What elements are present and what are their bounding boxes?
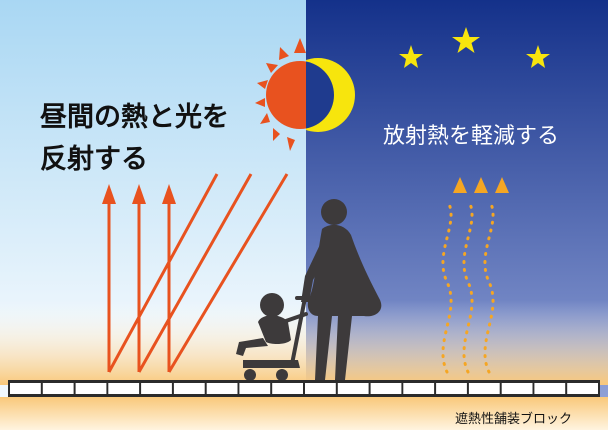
paving-block	[206, 383, 238, 394]
daytime-caption-line1: 昼間の熱と光を	[40, 102, 229, 132]
daytime-caption-line2: 反射する	[40, 144, 148, 174]
paving-block	[567, 383, 598, 394]
paving-block	[108, 383, 140, 394]
star-icon	[526, 45, 550, 68]
daytime-reflection-caption: 昼間の熱と光を 反射する	[40, 96, 229, 180]
reflection-arrowheads	[102, 184, 176, 204]
heat-wave-arrowheads	[453, 177, 509, 193]
paving-block	[403, 383, 435, 394]
crescent-moon-icon	[306, 58, 355, 132]
night-radiant-heat-caption: 放射熱を軽減する	[383, 123, 560, 148]
paving-block	[534, 383, 566, 394]
arrowhead-icon	[474, 177, 488, 193]
paving-block	[141, 383, 172, 394]
paving-block	[436, 383, 467, 394]
paving-block	[305, 383, 336, 394]
paving-block-label: 遮熱性舗装ブロック	[455, 411, 573, 426]
woman-pushing-stroller-icon	[236, 199, 382, 381]
stars	[399, 27, 550, 68]
arrowhead-icon	[453, 177, 467, 193]
paving-block	[42, 383, 74, 394]
pavement-base	[0, 397, 608, 430]
paving-block	[173, 383, 205, 394]
paving-block	[370, 383, 402, 394]
paving-block	[75, 383, 107, 394]
paving-block	[239, 383, 271, 394]
arrowhead-icon	[102, 184, 116, 204]
paving-block	[337, 383, 369, 394]
heat-waves	[441, 198, 495, 374]
heat-shield-paving-blocks	[8, 380, 600, 397]
star-icon	[452, 27, 480, 53]
star-icon	[399, 45, 423, 68]
paving-block	[272, 383, 303, 394]
arrowhead-icon	[132, 184, 146, 204]
arrowhead-icon	[162, 184, 176, 204]
paving-block	[10, 383, 41, 394]
arrowhead-icon	[495, 177, 509, 193]
paving-block	[468, 383, 500, 394]
reflection-arrows	[107, 173, 289, 373]
paving-block	[501, 383, 533, 394]
